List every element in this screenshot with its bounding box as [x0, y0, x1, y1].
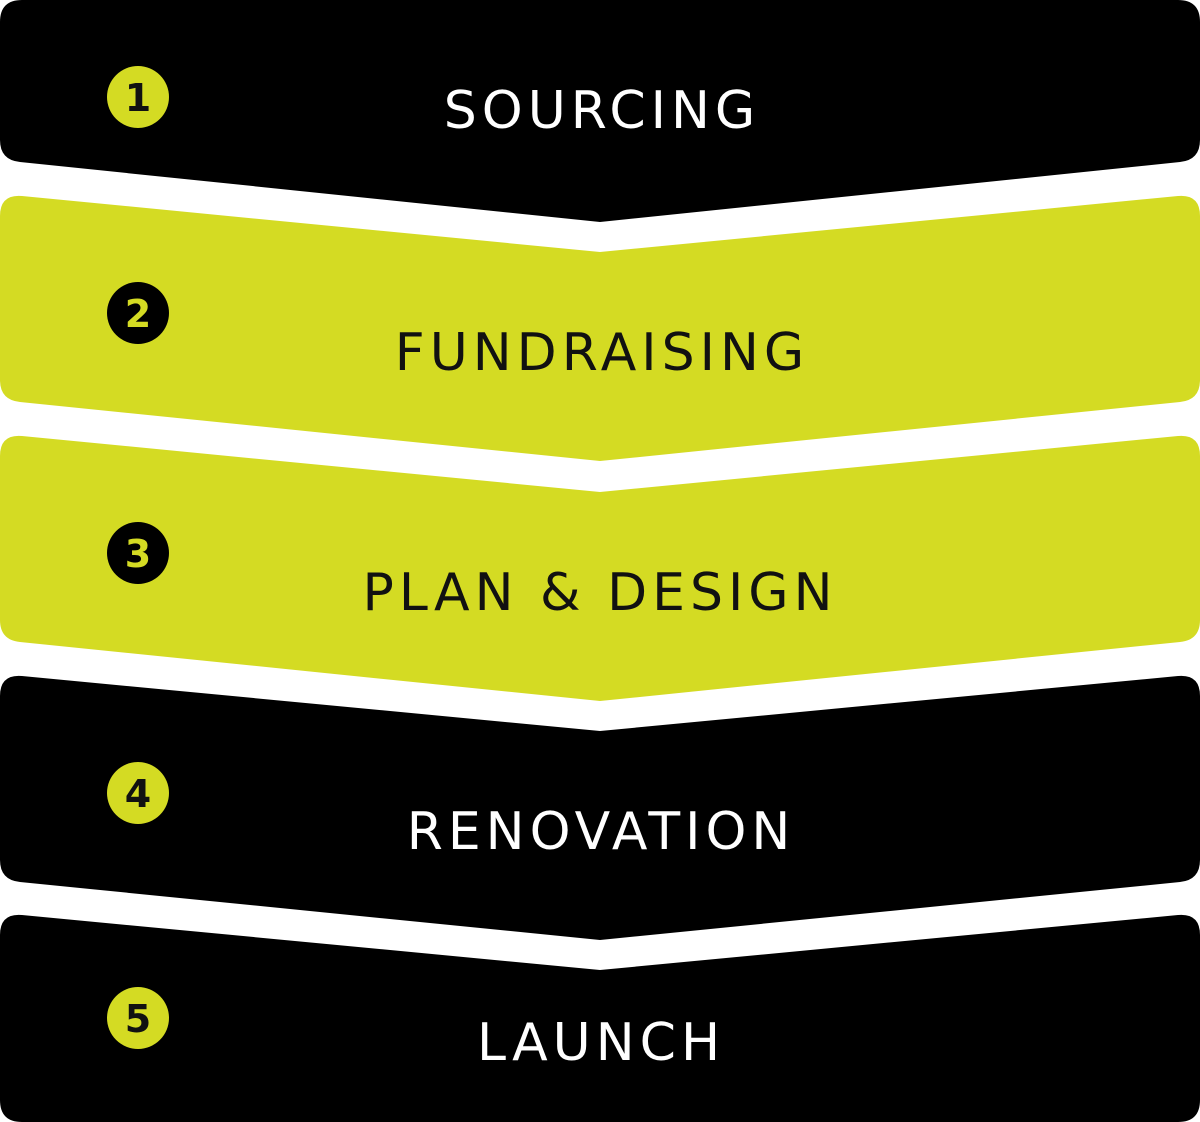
step-1-number-badge	[107, 66, 169, 128]
step-3-number: 3	[125, 532, 151, 576]
step-4-number-badge	[107, 762, 169, 824]
step-2: 2 FUNDRAISING	[0, 195, 1200, 462]
step-4: 4 RENOVATION	[0, 675, 1200, 940]
step-5: 5 LAUNCH	[0, 914, 1200, 1122]
step-3-number-badge	[107, 522, 169, 584]
step-4-label: RENOVATION	[407, 802, 796, 862]
step-5-number-badge	[107, 987, 169, 1049]
step-5-number: 5	[125, 997, 151, 1041]
step-3-chevron-shape	[0, 435, 1200, 701]
step-3-label: PLAN & DESIGN	[362, 563, 837, 623]
step-4-number: 4	[125, 772, 151, 816]
step-2-number: 2	[125, 292, 151, 336]
step-5-label: LAUNCH	[477, 1013, 725, 1073]
step-2-chevron-shape	[0, 195, 1200, 462]
step-1-label: SOURCING	[444, 81, 760, 141]
step-3: 3 PLAN & DESIGN	[0, 435, 1200, 701]
step-1: 1 SOURCING	[0, 0, 1200, 222]
step-2-label: FUNDRAISING	[395, 323, 809, 383]
step-4-chevron-shape	[0, 675, 1200, 940]
step-1-number: 1	[125, 76, 151, 120]
step-1-chevron-shape	[0, 0, 1200, 222]
step-2-number-badge	[107, 282, 169, 344]
step-5-chevron-shape	[0, 914, 1200, 1122]
